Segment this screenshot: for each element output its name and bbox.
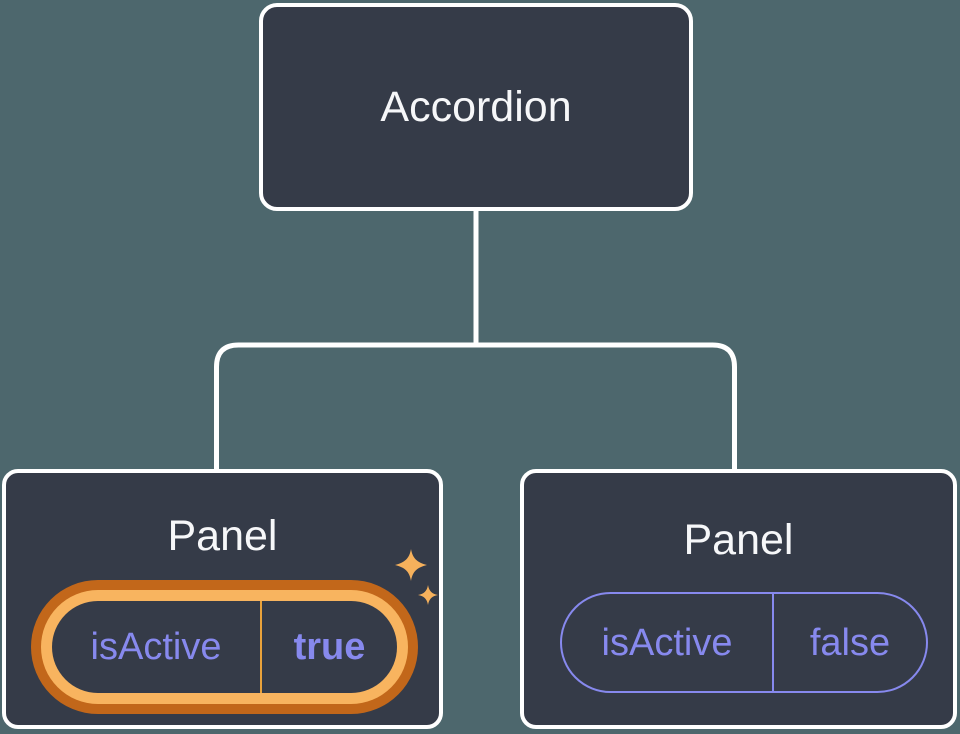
panel-node-active: Panel isActive true <box>2 469 443 729</box>
prop-name-label: isActive <box>90 626 222 668</box>
state-pill-inactive: isActive false <box>560 592 928 693</box>
pill-divider <box>260 601 262 693</box>
panel-node-inactive: Panel isActive false <box>520 469 957 729</box>
accordion-node-label: Accordion <box>380 82 572 131</box>
panel-node-label: Panel <box>683 516 794 564</box>
accordion-node: Accordion <box>259 3 693 211</box>
prop-name-label: isActive <box>601 621 733 664</box>
sparkles-icon <box>395 549 438 605</box>
panel-node-label: Panel <box>167 512 278 560</box>
pill-divider <box>772 594 774 691</box>
state-pill-active: isActive true <box>52 601 397 693</box>
prop-value-label: false <box>809 621 891 664</box>
prop-value-label: true <box>293 626 366 668</box>
